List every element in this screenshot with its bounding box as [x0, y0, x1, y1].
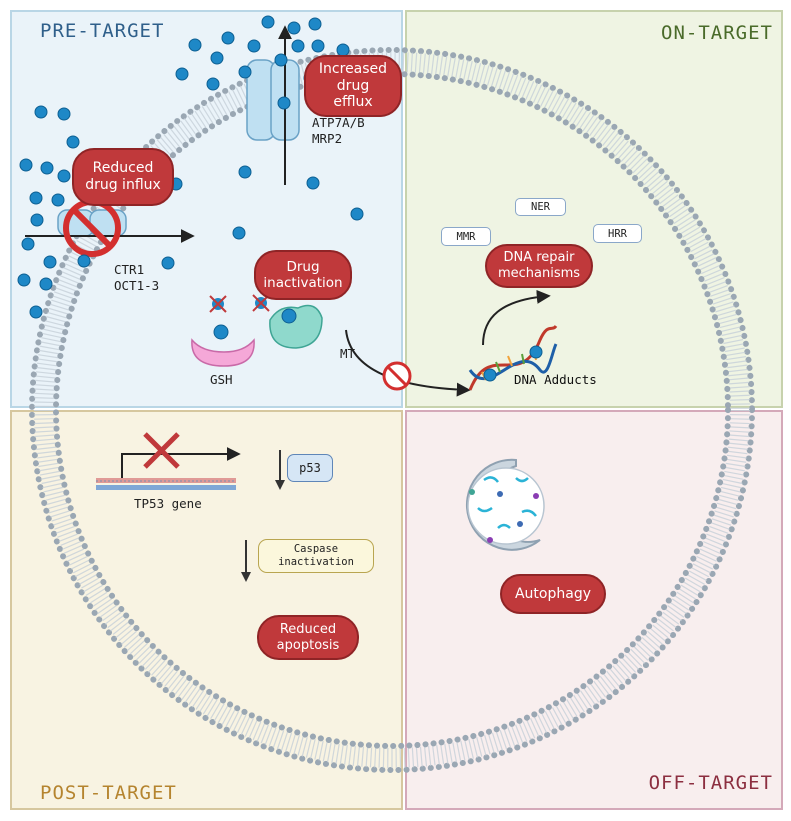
autophagy-pill: Autophagy	[500, 574, 606, 614]
drug-molecules	[17, 15, 364, 319]
drug-to-dna-arrow	[345, 329, 471, 397]
off-target-title: OFF-TARGET	[648, 772, 773, 794]
dna-adducts-label: DNA Adducts	[514, 372, 597, 387]
influx-transporter-label: CTR1 OCT1-3	[114, 262, 160, 294]
dna-helix-icon	[468, 324, 558, 391]
mt-molecule-icon	[269, 304, 323, 349]
downstream-arrows	[241, 450, 285, 582]
increased-efflux-pill: Increased drug efflux	[304, 55, 402, 117]
mt-label: MT	[340, 346, 356, 361]
autophagosome-icon	[465, 458, 545, 551]
gsh-label: GSH	[210, 372, 233, 387]
gsh-molecule-icon	[191, 324, 255, 367]
caspase-tag: Caspase inactivation	[258, 539, 374, 573]
tp53-gene-label: TP53 gene	[134, 496, 202, 511]
efflux-transporter-label: ATP7A/B MRP2	[312, 115, 365, 147]
dna-repair-pill: DNA repair mechanisms	[485, 244, 593, 288]
on-target-title: ON-TARGET	[661, 22, 773, 44]
ner-tag: NER	[515, 198, 566, 216]
mmr-tag: MMR	[441, 227, 491, 246]
inactivated-drug-icon	[209, 294, 270, 313]
tp53-gene-icon	[96, 432, 241, 490]
reduced-apoptosis-pill: Reduced apoptosis	[257, 615, 359, 660]
hrr-tag: HRR	[593, 224, 642, 243]
pre-target-title: PRE-TARGET	[40, 20, 165, 42]
cell-membrane	[29, 47, 755, 773]
drug-inactivation-pill: Drug inactivation	[254, 250, 352, 300]
dna-repair-arrow	[482, 289, 551, 346]
reduced-influx-pill: Reduced drug influx	[72, 148, 174, 206]
influx-transporter-icon	[25, 209, 195, 243]
p53-tag: p53	[287, 454, 333, 482]
post-target-title: POST-TARGET	[40, 782, 177, 804]
